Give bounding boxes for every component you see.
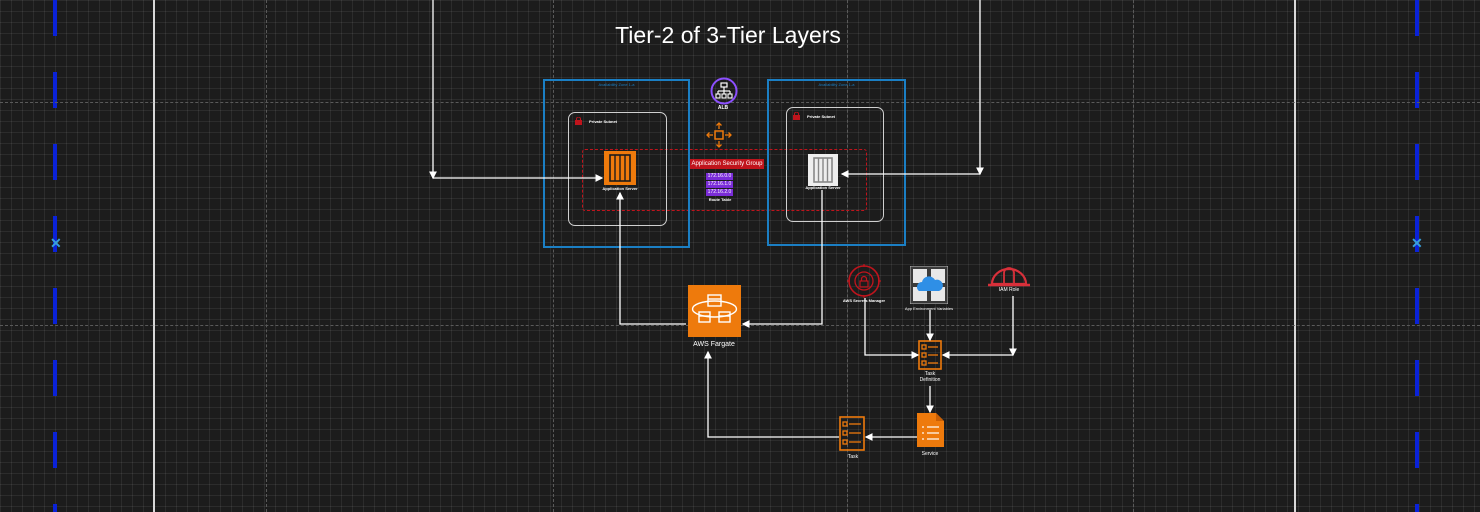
cloud-icon[interactable] xyxy=(910,266,948,304)
application-server-label: Application Server xyxy=(602,186,638,191)
route-table-cidr: 172.16.0.0 xyxy=(706,173,733,180)
right-anchor-marker-icon: ✕ xyxy=(1411,235,1423,251)
ec2-instance-icon[interactable] xyxy=(604,151,636,185)
left-solid-guide xyxy=(153,0,155,512)
alb-label: ALB xyxy=(717,105,729,111)
vertical-guide xyxy=(1133,0,1134,512)
service-label: Service xyxy=(921,451,939,457)
task-definition-label: Task Definition xyxy=(919,371,941,383)
app-environment-label: App Environment Variables xyxy=(904,306,954,311)
right-dashed-boundary xyxy=(1415,0,1419,512)
alb-icon[interactable] xyxy=(710,77,738,105)
route-table-cidr: 172.16.1.0 xyxy=(706,181,733,188)
secrets-manager-icon[interactable] xyxy=(846,263,882,299)
connector-secrets-taskdef xyxy=(864,298,920,359)
fargate-label: AWS Fargate xyxy=(693,341,735,348)
private-subnet-2[interactable]: Private Subnet xyxy=(786,107,884,222)
application-server-label: Application Server xyxy=(805,185,841,190)
private-subnet-label: Private Subnet xyxy=(589,119,618,124)
connector-task-fargate xyxy=(704,350,839,438)
right-solid-guide xyxy=(1294,0,1296,512)
vertical-guide xyxy=(266,0,267,512)
lock-icon xyxy=(793,112,800,120)
task-icon[interactable] xyxy=(839,416,865,451)
left-dashed-boundary xyxy=(53,0,57,512)
horizontal-guide xyxy=(0,102,1480,103)
availability-zone-label: Availability Zone 1-a xyxy=(818,82,855,87)
vertical-guide xyxy=(553,0,554,512)
connector-server2-fargate xyxy=(741,190,823,328)
iam-role-icon[interactable] xyxy=(986,264,1032,290)
iam-role-label: IAM Role xyxy=(998,287,1020,293)
diagram-title: Tier-2 of 3-Tier Layers xyxy=(615,22,841,48)
vertical-guide xyxy=(847,0,848,512)
route-table-label: Route Table xyxy=(708,197,732,202)
route-table-cidr: 172.16.2.0 xyxy=(706,189,733,196)
security-group-boundary xyxy=(582,149,867,211)
ec2-instance-icon[interactable] xyxy=(808,154,838,186)
task-label: Task xyxy=(847,454,859,460)
left-anchor-marker-icon: ✕ xyxy=(50,235,62,251)
availability-zone-1[interactable]: Availability Zone 1-a xyxy=(543,79,690,248)
private-subnet-1[interactable]: Private Subnet xyxy=(568,112,667,226)
auto-scaling-icon xyxy=(706,122,732,148)
availability-zone-2[interactable]: Availability Zone 1-a xyxy=(767,79,906,246)
lock-icon xyxy=(575,117,582,125)
service-document-icon[interactable] xyxy=(917,413,944,447)
secrets-manager-label: AWS Secrets Manager xyxy=(842,298,886,303)
availability-zone-label: Availability Zone 1-a xyxy=(598,82,635,87)
security-group-label: Application Security Group xyxy=(690,159,764,169)
fargate-icon[interactable] xyxy=(688,285,741,337)
private-subnet-label: Private Subnet xyxy=(807,114,836,119)
connector-fargate-server1 xyxy=(616,191,686,325)
